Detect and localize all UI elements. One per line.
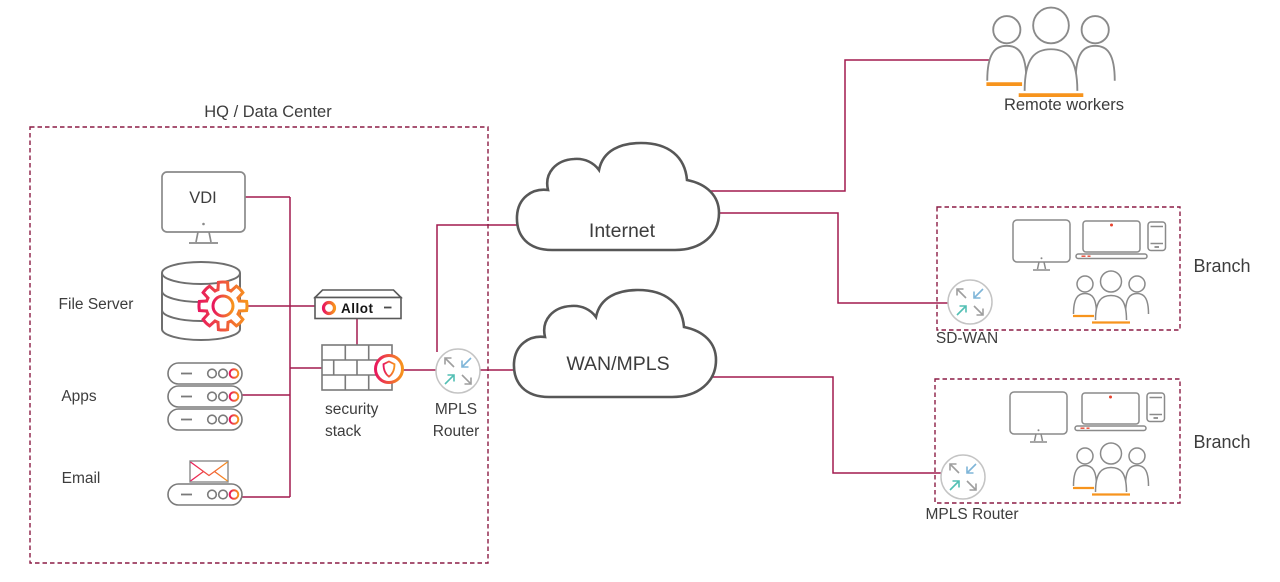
remote-workers-icon (984, 5, 1118, 98)
allot-logo-icon (321, 300, 337, 316)
line-internet-to-remote-workers (700, 59, 992, 192)
file-server-label: File Server (59, 296, 134, 313)
app-server-icon (167, 385, 243, 408)
security-stack-label-line2: stack (325, 423, 361, 440)
line-router-to-internet-cloud (436, 224, 545, 352)
wan-mpls-cloud-icon (512, 288, 718, 399)
internet-label: Internet (589, 220, 656, 242)
branch-users-icon (1071, 269, 1151, 324)
gear-icon (197, 280, 249, 332)
branch-users-icon (1071, 441, 1151, 496)
branch-router-label: MPLS Router (925, 506, 1018, 523)
hq-mpls-router-icon (435, 348, 481, 394)
app-server-icon (167, 408, 243, 431)
app-server-icon (167, 362, 243, 385)
branch-mpls-router-icon (940, 454, 986, 500)
connection-lines (242, 59, 992, 498)
phone-icon (1147, 221, 1167, 252)
branch-top-label: Branch (1193, 256, 1250, 276)
hq-title: HQ / Data Center (204, 103, 332, 121)
sd-wan-router-icon (947, 279, 993, 325)
allot-logo-label: Allot (341, 301, 374, 316)
branch-bottom-label: Branch (1193, 432, 1250, 452)
vdi-label: VDI (189, 189, 217, 207)
laptop-icon (1075, 220, 1148, 260)
security-stack-label-line1: security (325, 401, 379, 418)
branch-top-box (936, 206, 1181, 331)
hq-router-label-line2: Router (433, 423, 480, 440)
email-server-icon (167, 483, 243, 506)
branch-bottom-box (934, 378, 1181, 504)
email-label: Email (62, 470, 101, 487)
shield-icon (374, 354, 404, 384)
line-internet-to-sdwan (700, 212, 952, 304)
remote-workers-label: Remote workers (1004, 96, 1124, 114)
apps-label: Apps (61, 388, 97, 405)
allot-appliance-icon: Allot (313, 289, 403, 320)
wan-mpls-label: WAN/MPLS (566, 353, 669, 375)
hq-datacenter-box (29, 126, 489, 564)
envelope-icon (189, 460, 229, 483)
phone-icon (1146, 392, 1166, 423)
desktop-icon (1012, 219, 1071, 271)
laptop-icon (1074, 392, 1147, 432)
vdi-monitor-icon (161, 171, 246, 244)
desktop-icon (1009, 391, 1068, 443)
line-wan-to-branch-router (700, 376, 947, 474)
sd-wan-label: SD-WAN (936, 330, 998, 347)
firewall-icon (321, 344, 393, 391)
hq-router-label-line1: MPLS (435, 401, 477, 418)
